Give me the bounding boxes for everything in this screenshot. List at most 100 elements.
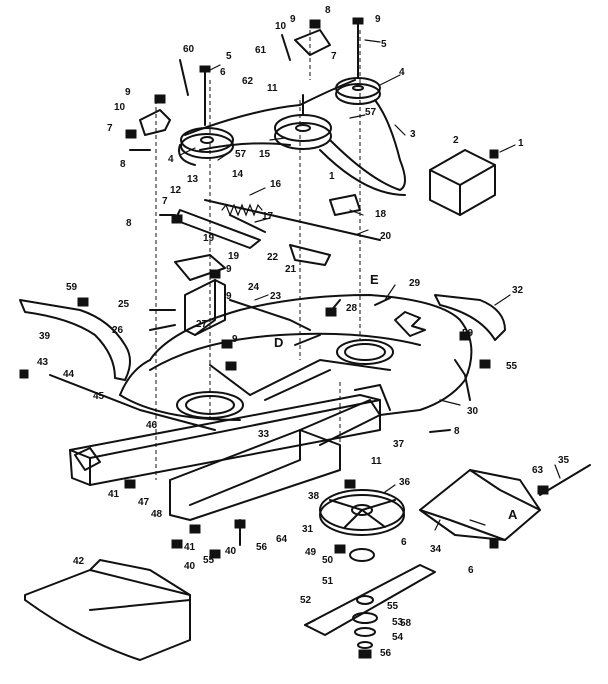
part-label-55: 55 (506, 361, 518, 372)
part-label-6b: 6 (401, 537, 407, 548)
part-label-25: 25 (118, 299, 130, 310)
part-label-28: 28 (346, 303, 358, 314)
fasteners (19, 19, 549, 559)
part-label-46: 46 (146, 420, 158, 431)
part-label-17: 17 (262, 211, 274, 222)
part-label-35: 35 (558, 455, 570, 466)
part-label-50: 50 (322, 555, 334, 566)
part-label-59: 59 (66, 282, 78, 293)
part-label-21: 21 (285, 264, 297, 275)
part-label-6: 6 (220, 67, 226, 78)
part-label-1b: 1 (329, 171, 335, 182)
deck-housing (119, 294, 473, 421)
right-pulley (335, 77, 381, 105)
part-label-24: 24 (248, 282, 260, 293)
part-label-41: 41 (108, 489, 120, 500)
part-label-8: 8 (120, 159, 126, 170)
part-label-48: 48 (151, 509, 163, 520)
part-label-12: 12 (170, 185, 182, 196)
blade-pulley (319, 489, 405, 562)
belt-guard-cover (429, 149, 496, 216)
part-label-43: 43 (37, 357, 49, 368)
part-label-56: 56 (256, 542, 268, 553)
part-label-26: 26 (112, 325, 124, 336)
part-label-4: 4 (399, 67, 405, 78)
part-label-10: 10 (114, 102, 126, 113)
part-label-1: 1 (518, 138, 524, 149)
part-label-15: 15 (259, 149, 271, 160)
part-label-57: 57 (365, 107, 377, 118)
reference-letter-e: E (370, 272, 379, 287)
part-label-8b: 8 (126, 218, 132, 229)
part-label-45: 45 (93, 391, 105, 402)
part-label-13: 13 (187, 174, 199, 185)
part-label-58: 58 (400, 618, 412, 629)
part-label-40: 40 (225, 546, 237, 557)
belt-drive (178, 79, 406, 196)
part-label-47: 47 (138, 497, 150, 508)
part-label-55b: 55 (203, 555, 215, 566)
part-label-62: 62 (242, 76, 254, 87)
reference-letter-d: D (274, 335, 284, 350)
idler-spring (221, 203, 263, 217)
left-wheel-bracket (19, 299, 131, 381)
part-label-9b: 9 (290, 14, 296, 25)
right-pivot-bracket (419, 464, 591, 541)
part-label-9d: 9 (226, 264, 232, 275)
part-label-53: 53 (392, 617, 404, 628)
part-label-39: 39 (39, 331, 51, 342)
cutting-blade (304, 564, 436, 636)
part-label-23: 23 (270, 291, 282, 302)
part-label-9e: 9 (232, 334, 238, 345)
idler-brackets (139, 29, 381, 281)
part-label-30: 30 (467, 406, 479, 417)
discharge-deflector (24, 559, 191, 661)
part-label-33: 33 (258, 429, 270, 440)
part-label-56b: 56 (380, 648, 392, 659)
left-pulley (180, 127, 234, 159)
part-label-2: 2 (453, 135, 459, 146)
part-label-22: 22 (267, 252, 279, 263)
part-label-9c: 9 (375, 14, 381, 25)
part-label-19b: 19 (203, 233, 215, 244)
part-label-51: 51 (322, 576, 334, 587)
part-label-18: 18 (375, 209, 387, 220)
part-label-36: 36 (399, 477, 411, 488)
part-label-11b: 11 (371, 456, 382, 467)
part-label-52: 52 (300, 595, 312, 606)
part-label-60: 60 (183, 44, 195, 55)
stabilizer-rod (49, 374, 216, 431)
spindle-bolts (199, 17, 364, 126)
part-label-64: 64 (276, 534, 288, 545)
part-label-55c: 55 (387, 601, 399, 612)
part-label-10b: 10 (275, 21, 287, 32)
spindle-openings (176, 339, 394, 419)
part-label-57b: 57 (235, 149, 247, 160)
part-label-40b: 40 (184, 561, 196, 572)
part-label-54: 54 (392, 632, 404, 643)
right-wheel-bracket (434, 294, 506, 401)
part-label-5: 5 (226, 51, 232, 62)
part-label-61: 61 (255, 45, 267, 56)
part-label-42: 42 (73, 556, 85, 567)
part-label-7c: 7 (331, 51, 337, 62)
part-label-7: 7 (107, 123, 113, 134)
part-label-63: 63 (532, 465, 544, 476)
part-label-9: 9 (125, 87, 131, 98)
part-label-38: 38 (308, 491, 320, 502)
part-label-27: 27 (196, 319, 208, 330)
part-label-34: 34 (430, 544, 442, 555)
part-label-3: 3 (410, 129, 416, 140)
leader-lines (179, 39, 561, 531)
part-label-37: 37 (393, 439, 405, 450)
part-label-16: 16 (270, 179, 282, 190)
part-label-9f: 9 (226, 291, 232, 302)
part-label-32: 32 (512, 285, 524, 296)
part-label-6c: 6 (468, 565, 474, 576)
blade-hardware (352, 612, 378, 659)
part-label-41b: 41 (184, 542, 196, 553)
part-label-7b: 7 (162, 196, 168, 207)
right-deck-wall (299, 384, 391, 446)
